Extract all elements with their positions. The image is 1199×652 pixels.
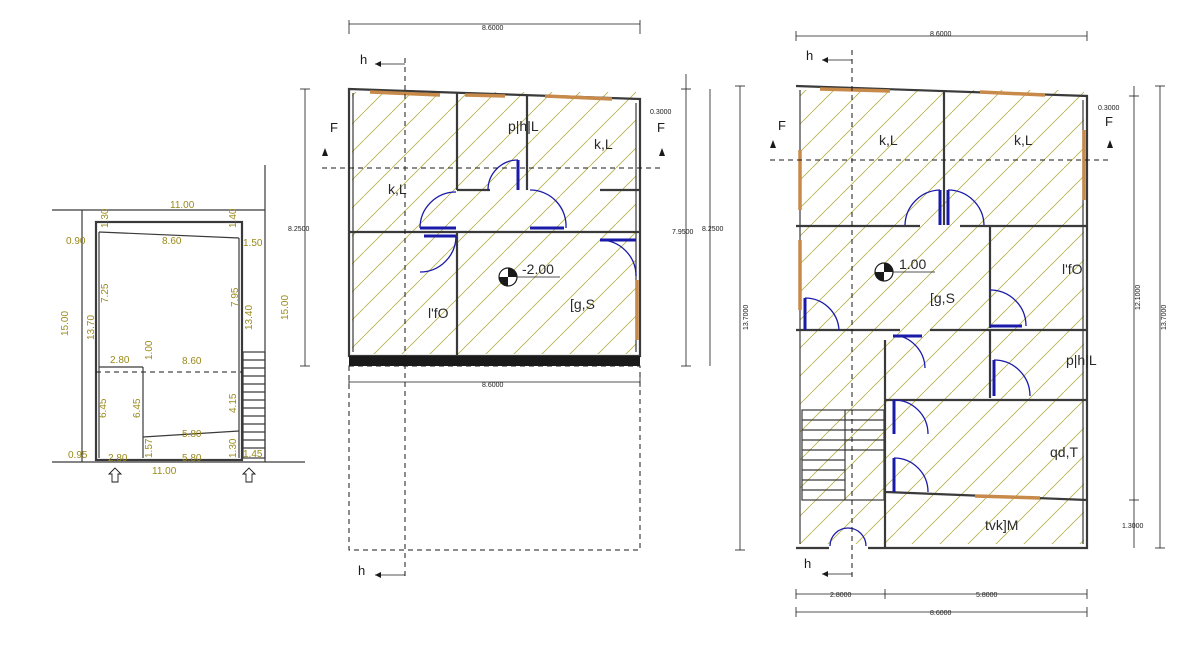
- site-small-width-bottom: 2.80: [108, 453, 128, 464]
- section-mark-h: h: [806, 48, 813, 63]
- room-label-top-right: k,L: [1014, 132, 1033, 148]
- site-depth-6-45-a: 6.45: [98, 398, 109, 418]
- site-bottom-width: 11.00: [152, 466, 177, 477]
- site-depth-13-40: 13.40: [244, 305, 255, 330]
- dim-right-top: 0.3000: [650, 109, 672, 116]
- room-label-bottom: tvk]M: [985, 517, 1018, 533]
- hatch-fill: [352, 92, 636, 354]
- site-right-depth: 15.00: [280, 295, 291, 320]
- site-offset-1-00: 1.00: [144, 340, 155, 360]
- room-label-right-lower: qd,T: [1050, 444, 1078, 460]
- dim-right-inner: 12.1000: [1135, 285, 1142, 310]
- level-marker-icon: [498, 267, 560, 287]
- stair-icon: [801, 409, 885, 501]
- site-offset-1-50: 1.50: [243, 238, 263, 249]
- stair-icon: [242, 351, 266, 459]
- room-label-left-lower: l'fO: [428, 305, 449, 321]
- dim-right-inner: 7.9500: [672, 229, 694, 236]
- section-mark-h: h: [360, 52, 367, 67]
- entry-arrow-icon: [107, 467, 123, 483]
- section-mark-h: h: [358, 563, 365, 578]
- room-label-center: [g,S: [930, 290, 955, 306]
- site-top-width: 11.00: [170, 200, 195, 211]
- site-left-depth: 15.00: [60, 311, 71, 336]
- room-label-right-middle: p|h|L: [1066, 352, 1097, 368]
- section-mark-f: F: [778, 118, 786, 133]
- site-inner-width-bottom: 5.80: [182, 453, 202, 464]
- dim-right-top: 0.3000: [1098, 105, 1120, 112]
- room-label-top-left: k,L: [879, 132, 898, 148]
- site-depth-4-15: 4.15: [228, 393, 239, 413]
- section-mark-h: h: [804, 556, 811, 571]
- site-offset-1-45: 1.45: [243, 449, 263, 460]
- site-plan: 11.00 11.00 8.60 8.60 5.80 5.80 2.80 2.8…: [52, 165, 305, 483]
- hatch-fill: [800, 90, 1084, 544]
- site-plot-width: 8.60: [162, 236, 182, 247]
- site-mid-width: 8.60: [182, 356, 202, 367]
- room-label-top-middle: p|h|L: [508, 118, 539, 134]
- level-value: 1.00: [899, 256, 926, 272]
- section-mark-f: F: [657, 120, 665, 135]
- site-depth-13-70: 13.70: [86, 315, 97, 340]
- section-mark-f: F: [330, 120, 338, 135]
- site-depth-6-45-b: 6.45: [132, 398, 143, 418]
- door-icon: [419, 159, 637, 277]
- first-floor-plan: h h F F 8.6000 2.8000 5.8000 8.6000 13.7…: [770, 31, 1168, 617]
- site-inner-width: 5.80: [182, 429, 202, 440]
- room-label-top-right: k,L: [594, 136, 613, 152]
- dim-right-bottom: 1.3000: [1122, 523, 1144, 530]
- dim-bottom-left: 2.8000: [830, 592, 852, 599]
- site-offset-1-40: 1.40: [228, 208, 239, 228]
- room-label-left-upper: k,L: [388, 181, 407, 197]
- dim-right-mid: 8.2500: [702, 226, 724, 233]
- site-offset-1-30-bottom: 1.30: [228, 438, 239, 458]
- dim-bottom: 8.6000: [930, 610, 952, 617]
- level-value: -2.00: [522, 261, 554, 277]
- dim-left: 8.2500: [288, 226, 310, 233]
- room-label-right-upper: l'fO: [1062, 261, 1083, 277]
- dim-top: 8.6000: [482, 25, 504, 32]
- site-offset-0-90: 0.90: [66, 236, 86, 247]
- dim-top: 8.6000: [930, 31, 952, 38]
- dim-bottom: 8.6000: [482, 382, 504, 389]
- site-offset-1-30-top: 1.30: [100, 208, 111, 228]
- entry-arrow-icon: [241, 467, 257, 483]
- site-depth-7-95: 7.95: [230, 287, 241, 307]
- door-icon: [803, 189, 1031, 547]
- room-label-center: [g,S: [570, 296, 595, 312]
- dim-bottom-right: 5.8000: [976, 592, 998, 599]
- base-slab: [349, 356, 640, 366]
- site-small-width: 2.80: [110, 355, 130, 366]
- site-offset-0-95: 0.95: [68, 450, 88, 461]
- site-offset-1-57: 1.57: [144, 438, 155, 458]
- level-marker-icon: [874, 262, 935, 282]
- dim-right-outer: 13.7000: [1161, 305, 1168, 330]
- site-depth-7-25: 7.25: [100, 283, 111, 303]
- ground-floor-plan: h h F F 8.6000 8.6000 8.2500 13.7000 8.2…: [288, 20, 750, 578]
- dim-right-outer: 13.7000: [743, 305, 750, 330]
- section-mark-f: F: [1105, 114, 1113, 129]
